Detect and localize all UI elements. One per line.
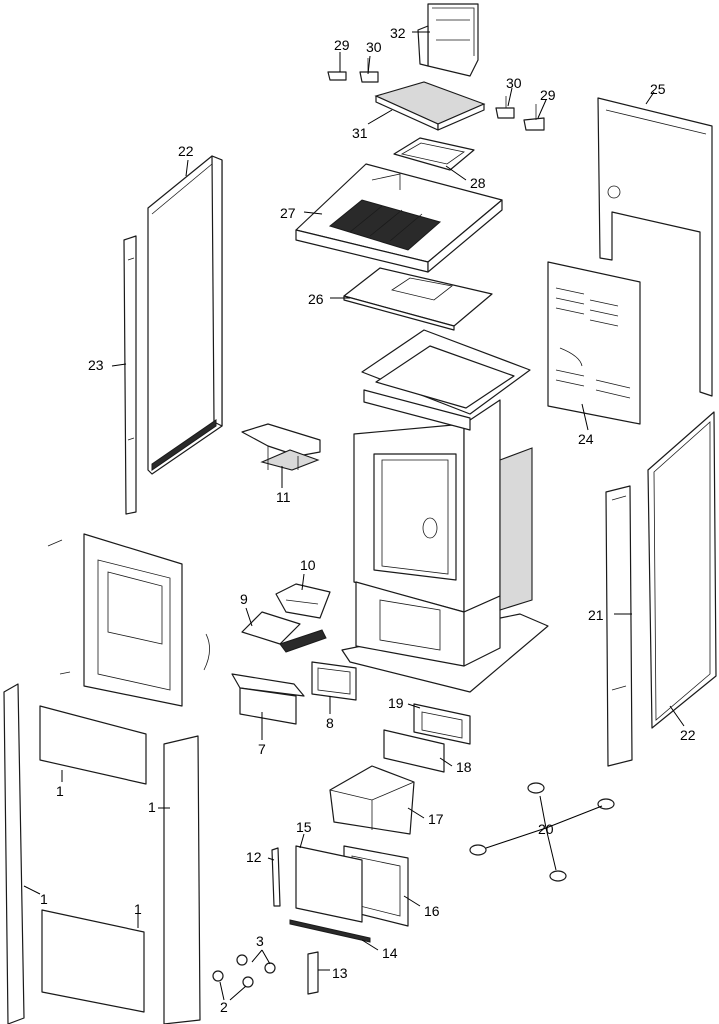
callout-13: 13 xyxy=(332,965,348,981)
callout-16: 16 xyxy=(424,903,440,919)
part-29-clip-left xyxy=(327,58,347,81)
callout-3: 3 xyxy=(256,933,264,949)
callout-22-left: 22 xyxy=(178,143,194,159)
part-29-clip-right xyxy=(523,104,545,131)
callout-24: 24 xyxy=(578,431,594,447)
part-26-plate xyxy=(343,267,493,331)
callout-30-right: 30 xyxy=(506,75,522,91)
part-27-top-cover xyxy=(295,163,503,273)
callout-29-right: 29 xyxy=(540,87,556,103)
part-2-knob xyxy=(212,970,254,988)
part-14-bar xyxy=(289,919,371,943)
callout-26: 26 xyxy=(308,291,324,307)
callout-20: 20 xyxy=(538,821,554,837)
part-17-ash-box xyxy=(329,765,415,835)
part-28-gasket xyxy=(393,137,475,171)
callout-27: 27 xyxy=(280,205,296,221)
leader-lines xyxy=(23,31,685,1001)
part-22-side-panel-left xyxy=(147,155,223,475)
callout-11: 11 xyxy=(276,489,291,505)
part-30-clip-right xyxy=(495,96,515,119)
callout-labels: 29 30 32 31 28 27 26 22 23 24 25 30 29 1… xyxy=(40,25,696,1015)
callout-19: 19 xyxy=(388,695,404,711)
stove-body xyxy=(341,329,549,693)
callout-9: 9 xyxy=(240,591,248,607)
part-25-rear-panel xyxy=(597,97,713,397)
callout-29-left: 29 xyxy=(334,37,350,53)
callout-22-right: 22 xyxy=(680,727,696,743)
part-8-gasket xyxy=(311,661,357,701)
part-9-grate xyxy=(241,611,327,653)
part-13-bolt xyxy=(307,951,319,995)
callout-23: 23 xyxy=(88,357,104,373)
part-22-side-panel-right xyxy=(647,411,717,729)
callout-1-c: 1 xyxy=(40,891,48,907)
part-11-bracket xyxy=(241,423,321,471)
part-24-back-plate xyxy=(547,261,641,425)
part-15-panel xyxy=(295,845,363,923)
callout-1-d: 1 xyxy=(134,901,142,917)
callout-10: 10 xyxy=(300,557,316,573)
callout-1-b: 1 xyxy=(148,799,156,815)
part-23-strip xyxy=(123,235,137,515)
callout-31: 31 xyxy=(352,125,368,141)
callout-8: 8 xyxy=(326,715,334,731)
callout-18: 18 xyxy=(456,759,472,775)
part-1-trim-left xyxy=(3,683,201,1024)
callout-32: 32 xyxy=(390,25,406,41)
callout-2: 2 xyxy=(220,999,228,1015)
part-31-top-plate xyxy=(374,81,486,131)
part-18-plate xyxy=(383,729,445,773)
part-12-strip xyxy=(271,847,281,907)
part-30-clip-left xyxy=(359,58,379,83)
front-door xyxy=(47,533,210,707)
callout-30-left: 30 xyxy=(366,39,382,55)
callout-21: 21 xyxy=(588,607,604,623)
part-21-strip xyxy=(605,485,633,767)
part-10-burn-pot xyxy=(275,583,331,619)
callout-15: 15 xyxy=(296,819,312,835)
callout-25: 25 xyxy=(650,81,666,97)
callout-7: 7 xyxy=(258,741,266,757)
callout-14: 14 xyxy=(382,945,398,961)
callout-17: 17 xyxy=(428,811,444,827)
callout-1-a: 1 xyxy=(56,783,64,799)
callout-28: 28 xyxy=(470,175,486,191)
part-32-hood-bracket xyxy=(417,3,479,77)
callout-12: 12 xyxy=(246,849,262,865)
part-19-frame xyxy=(413,703,471,745)
part-7-ash-tray xyxy=(231,673,305,725)
